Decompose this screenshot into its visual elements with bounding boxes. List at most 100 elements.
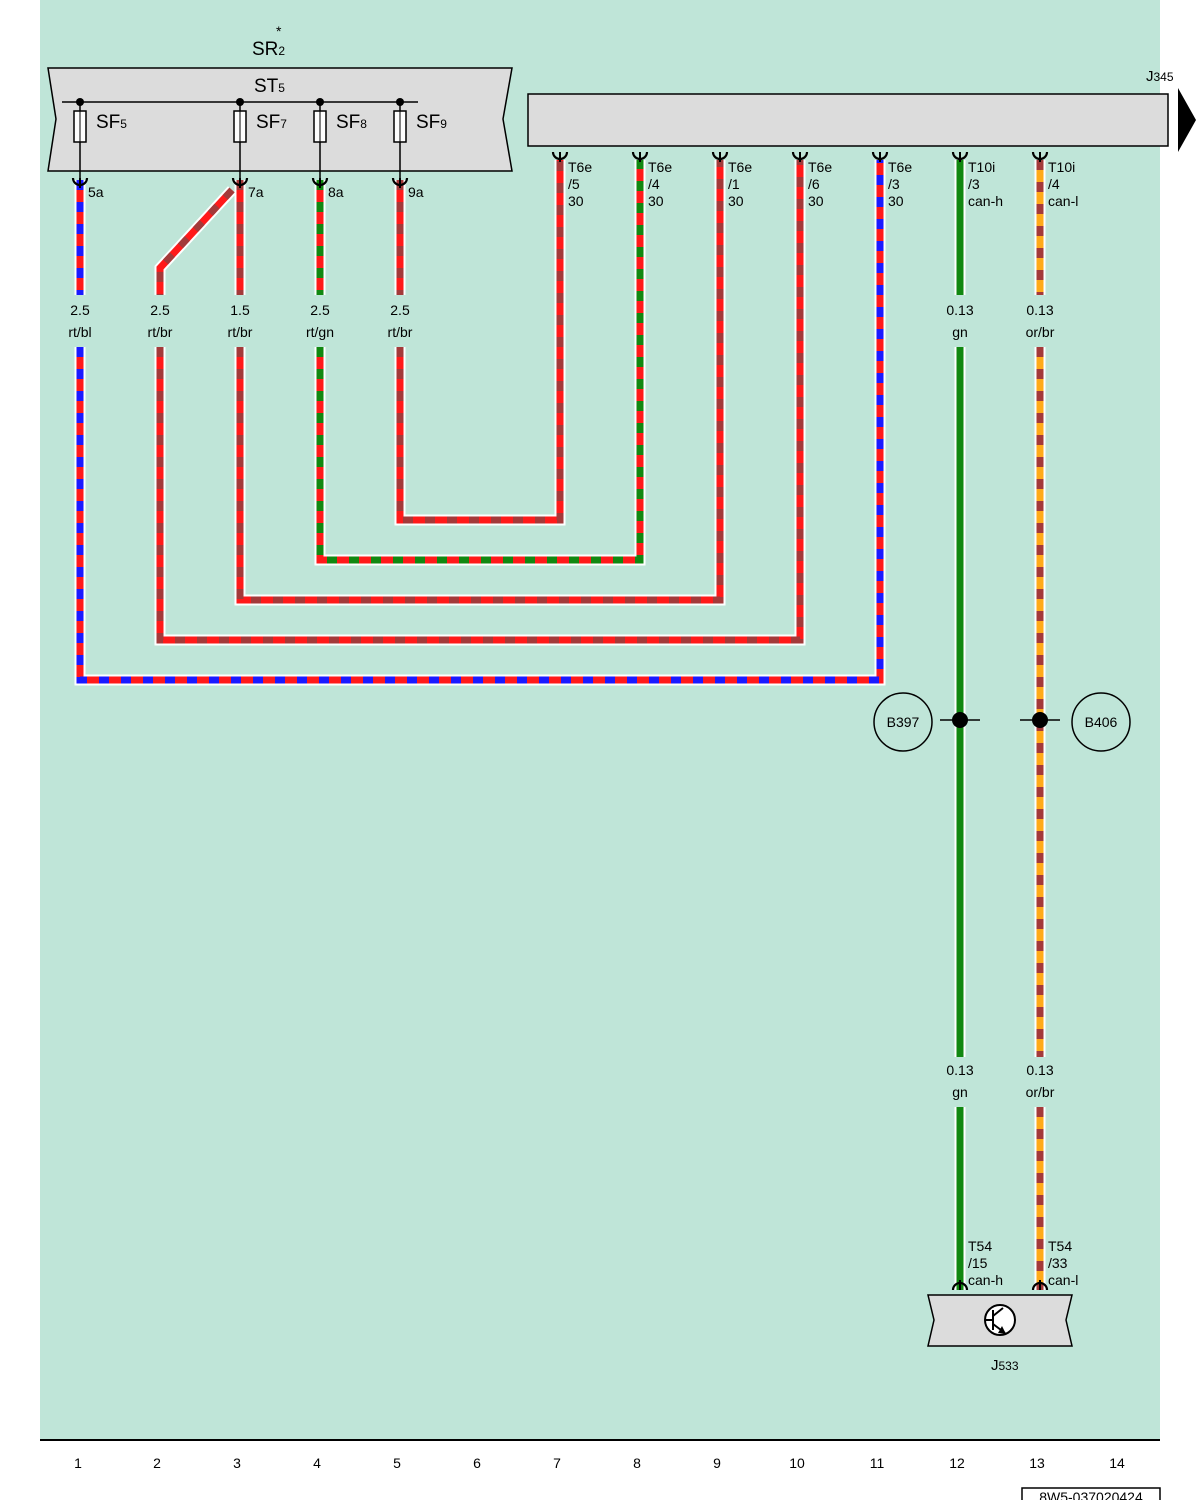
connector-t6e-6: T6e /6 30 <box>808 159 832 209</box>
svg-text:can-l: can-l <box>1048 1272 1078 1288</box>
svg-text:T54: T54 <box>1048 1238 1072 1254</box>
connector-t54-33: T54 /33 can-l <box>1048 1238 1078 1288</box>
wire-label-col12-bottom: 0.13 gn <box>946 1062 973 1100</box>
svg-text:rt/gn: rt/gn <box>306 324 334 340</box>
svg-text:SF5: SF5 <box>96 112 127 133</box>
svg-text:rt/br: rt/br <box>148 324 173 340</box>
column-number: 14 <box>1109 1455 1125 1471</box>
wire-col3-rt-br <box>234 160 726 606</box>
svg-text:30: 30 <box>568 193 584 209</box>
j345-terminal <box>631 151 649 162</box>
fuse-sf7: SF7 <box>233 98 287 178</box>
j345-terminal <box>1031 151 1049 162</box>
splice-b397: B397 <box>873 692 980 752</box>
pin-label-9a: 9a <box>408 184 424 200</box>
terminals-layer <box>71 151 1049 1291</box>
pin-label-8a: 8a <box>328 184 344 200</box>
svg-text:30: 30 <box>648 193 664 209</box>
column-number: 6 <box>473 1455 481 1471</box>
svg-text:2.5: 2.5 <box>150 302 170 318</box>
wire-label-col5: 2.5 rt/br <box>388 302 413 340</box>
svg-text:SF7: SF7 <box>256 112 287 133</box>
svg-text:T6e: T6e <box>568 159 592 175</box>
wire-label-col4: 2.5 rt/gn <box>306 302 334 340</box>
wire-label-col13-bottom: 0.13 or/br <box>1026 1062 1055 1100</box>
st5-fuse-holder <box>47 67 513 172</box>
svg-text:/15: /15 <box>968 1255 988 1271</box>
fuse-terminal <box>231 177 249 188</box>
fuse-sf5: SF5 <box>73 98 127 178</box>
wire-label-col12-top: 0.13 gn <box>946 302 973 340</box>
fuse-sf9: SF9 <box>393 98 447 178</box>
continuation-arrow-icon <box>1178 88 1196 152</box>
splice-b406: B406 <box>1020 692 1131 752</box>
column-number: 9 <box>713 1455 721 1471</box>
svg-text:0.13: 0.13 <box>1026 1062 1053 1078</box>
connector-t54-15: T54 /15 can-h <box>968 1238 1003 1288</box>
svg-text:30: 30 <box>728 193 744 209</box>
svg-text:gn: gn <box>952 324 968 340</box>
svg-text:/3: /3 <box>888 176 900 192</box>
j533-terminal <box>1031 1280 1049 1291</box>
wire-col5-rt-br <box>394 160 566 526</box>
wire-label-col13-top: 0.13 or/br <box>1026 302 1055 340</box>
svg-text:gn: gn <box>952 1084 968 1100</box>
svg-text:T6e: T6e <box>888 159 912 175</box>
svg-text:T10i: T10i <box>968 159 995 175</box>
svg-text:rt/br: rt/br <box>228 324 253 340</box>
j345-terminal <box>951 151 969 162</box>
j345-terminal <box>711 151 729 162</box>
column-number: 10 <box>789 1455 805 1471</box>
svg-text:30: 30 <box>888 193 904 209</box>
transistor-icon <box>984 1304 1016 1336</box>
svg-text:0.13: 0.13 <box>946 1062 973 1078</box>
column-number: 1 <box>74 1455 82 1471</box>
svg-text:0.13: 0.13 <box>946 302 973 318</box>
connector-t6e-3: T6e /3 30 <box>888 159 912 209</box>
svg-text:/1: /1 <box>728 176 740 192</box>
svg-text:SF8: SF8 <box>336 112 367 133</box>
svg-text:/5: /5 <box>568 176 580 192</box>
svg-text:rt/br: rt/br <box>388 324 413 340</box>
j533-terminal <box>951 1280 969 1291</box>
connector-t6e-1: T6e /1 30 <box>728 159 752 209</box>
svg-text:/6: /6 <box>808 176 820 192</box>
pin-label-5a: 5a <box>88 184 104 200</box>
sr2-asterisk: * <box>276 23 282 39</box>
svg-text:T6e: T6e <box>648 159 672 175</box>
wire-label-col2: 2.5 rt/br <box>148 302 173 340</box>
connector-t6e-4: T6e /4 30 <box>648 159 672 209</box>
svg-text:0.13: 0.13 <box>1026 302 1053 318</box>
j345-terminal <box>791 151 809 162</box>
svg-text:2.5: 2.5 <box>310 302 330 318</box>
footer-code: 8W5-037020424 <box>1039 1489 1143 1500</box>
wire-label-col1: 2.5rt/bl <box>68 302 91 340</box>
connector-t6e-5: T6e /5 30 <box>568 159 592 209</box>
wires-layer <box>74 160 1046 1290</box>
svg-text:can-h: can-h <box>968 1272 1003 1288</box>
svg-text:30: 30 <box>808 193 824 209</box>
svg-text:T6e: T6e <box>808 159 832 175</box>
column-number: 11 <box>870 1455 885 1471</box>
svg-text:rt/bl: rt/bl <box>68 324 91 340</box>
column-number: 2 <box>153 1455 161 1471</box>
j533-label: J533 <box>991 1357 1019 1374</box>
sr2-label: SR2 <box>252 39 285 60</box>
column-number: 4 <box>313 1455 321 1471</box>
column-number: 3 <box>233 1455 241 1471</box>
j345-terminal <box>551 151 569 162</box>
svg-text:T54: T54 <box>968 1238 992 1254</box>
svg-text:or/br: or/br <box>1026 324 1055 340</box>
svg-text:or/br: or/br <box>1026 1084 1055 1100</box>
svg-text:2.5: 2.5 <box>390 302 410 318</box>
pin-label-7a: 7a <box>248 184 264 200</box>
svg-text:SF9: SF9 <box>416 112 447 133</box>
svg-text:1.5: 1.5 <box>230 302 250 318</box>
fuse-terminal <box>311 177 329 188</box>
svg-text:B397: B397 <box>887 714 920 730</box>
connector-t10i-3: T10i /3 can-h <box>968 159 1003 209</box>
j345-control-unit <box>527 93 1169 147</box>
svg-text:T10i: T10i <box>1048 159 1075 175</box>
column-number: 8 <box>633 1455 641 1471</box>
